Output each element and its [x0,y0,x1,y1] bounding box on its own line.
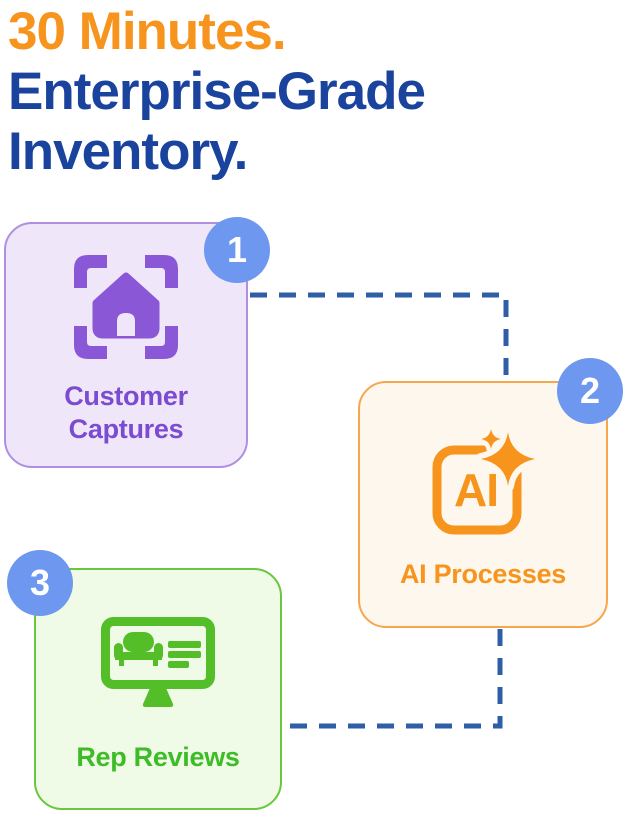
step-number-badge-3: 3 [7,550,73,616]
title-line-minutes: 30 Minutes. [8,2,287,61]
step-number-badge-2: 2 [557,358,623,424]
step-label-rep-reviews: Rep Reviews [76,742,240,772]
page-title: 30 Minutes. Enterprise-Grade Inventory. [8,2,426,182]
ai-sparkle-icon: AI [428,424,541,542]
ai-icon-text: AI [454,464,498,516]
step-label-ai-processes: AI Processes [399,559,566,589]
capture-home-icon [71,252,181,367]
step-card-ai-processes: AI AI Processes [358,381,608,628]
step-number-1: 1 [226,229,248,270]
title-line-enterprise: Enterprise-Grade [8,62,426,121]
monitor-review-icon [100,616,216,717]
connector-step2-to-step3 [284,629,503,729]
title-line-inventory: Inventory. [8,122,248,181]
step-number-badge-1: 1 [204,217,270,283]
step-card-rep-reviews: Rep Reviews [34,568,282,810]
step-number-2: 2 [579,370,601,411]
step-label-customer-captures: Customer Captures [64,381,188,444]
connector-step1-to-step2 [250,292,509,379]
step-number-3: 3 [29,562,51,603]
